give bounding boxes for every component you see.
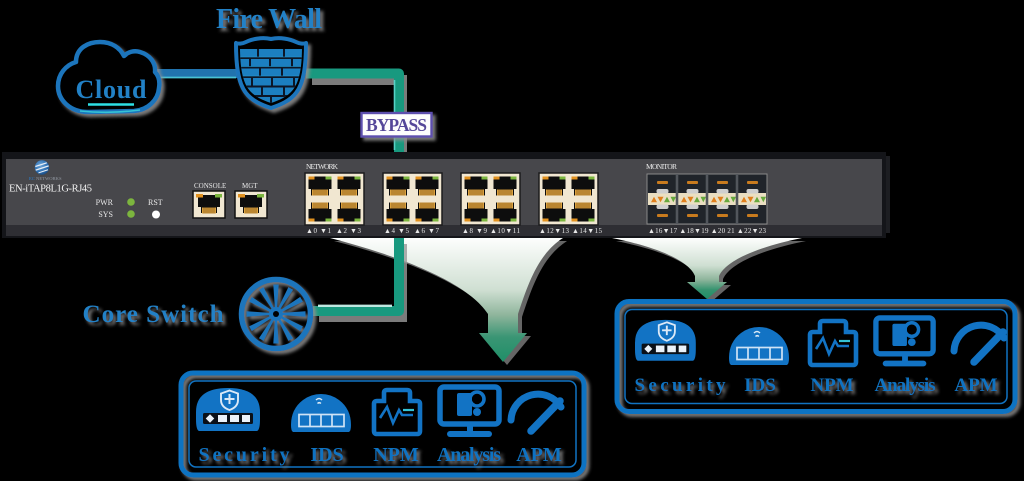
svg-text:APM: APM <box>954 375 997 396</box>
svg-text:APM: APM <box>516 444 562 466</box>
svg-text:Core Switch: Core Switch <box>83 301 224 328</box>
svg-text:Security: Security <box>199 444 290 466</box>
svg-text:NPM: NPM <box>810 375 853 396</box>
svg-text:RST: RST <box>148 198 163 207</box>
svg-text:Analysis: Analysis <box>875 375 936 396</box>
svg-text:MGT: MGT <box>242 182 258 190</box>
svg-text:▲14▼15: ▲14▼15 <box>572 227 603 235</box>
svg-text:IDS: IDS <box>310 444 343 466</box>
svg-text:▲0 ▼1: ▲0 ▼1 <box>306 227 332 235</box>
svg-text:CONSOLE: CONSOLE <box>194 182 226 190</box>
svg-text:IDS: IDS <box>744 375 776 396</box>
svg-text:NETWORK: NETWORK <box>306 162 339 171</box>
svg-text:EC NETWORKS: EC NETWORKS <box>29 176 62 181</box>
svg-text:NPM: NPM <box>373 444 419 466</box>
svg-text:Analysis: Analysis <box>437 444 501 466</box>
svg-text:Security: Security <box>635 375 727 396</box>
svg-text:▲2 ▼3: ▲2 ▼3 <box>336 227 362 235</box>
svg-text:MONITOR: MONITOR <box>646 162 677 171</box>
svg-text:▲8 ▼9: ▲8 ▼9 <box>462 227 488 235</box>
svg-text:PWR: PWR <box>96 198 114 207</box>
svg-text:Cloud: Cloud <box>76 75 148 104</box>
svg-text:BYPASS: BYPASS <box>366 115 427 135</box>
svg-text:Fire Wall: Fire Wall <box>216 4 322 35</box>
svg-text:▲12▼13: ▲12▼13 <box>539 227 570 235</box>
svg-text:▲16▼17 ▲18▼19 ▲20 21 ▲22▼23: ▲16▼17 ▲18▼19 ▲20 21 ▲22▼23 <box>648 227 767 235</box>
svg-text:▲4 ▼5: ▲4 ▼5 <box>384 227 410 235</box>
svg-text:EN-iTAP8L1G-RJ45: EN-iTAP8L1G-RJ45 <box>9 184 92 195</box>
svg-text:SYS: SYS <box>98 210 113 219</box>
svg-text:▲6 ▼7: ▲6 ▼7 <box>414 227 440 235</box>
svg-text:▲10▼11: ▲10▼11 <box>490 227 520 235</box>
